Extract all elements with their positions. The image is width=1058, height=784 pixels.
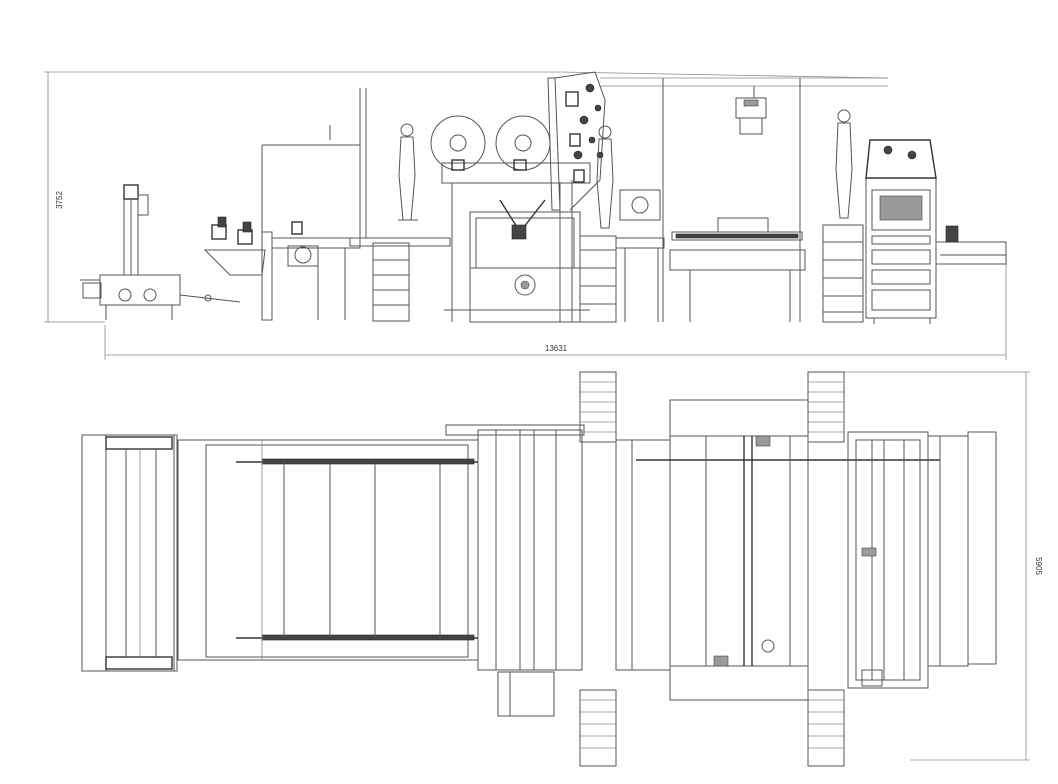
width-dimension: 5905 — [840, 371, 1043, 761]
packaging-cabinet — [865, 139, 1007, 324]
operator-figure-3 — [835, 109, 853, 219]
length-dimension-label: 13631 — [545, 344, 568, 353]
plan-unwinder — [81, 434, 178, 672]
operator-figure-2 — [596, 125, 614, 229]
forming-machine — [444, 183, 590, 323]
height-dimension: 3752 — [44, 71, 560, 323]
access-ladder-3 — [822, 224, 864, 323]
height-dimension-label: 3752 — [55, 191, 64, 209]
side-elevation-view: 3752 13631 — [44, 71, 1007, 360]
gantry-frame — [615, 78, 801, 322]
width-dimension-label: 5905 — [1034, 557, 1043, 575]
vertical-feeder-tower — [547, 71, 606, 322]
unwinder-unit — [80, 184, 241, 320]
film-reel-stand — [430, 115, 591, 184]
access-ladder-2 — [579, 235, 617, 323]
plan-feed-conveyor — [177, 439, 479, 661]
plan-stair-1 — [579, 371, 617, 767]
plan-output-conveyor — [615, 399, 940, 701]
access-ladder-1 — [372, 242, 410, 322]
plan-stair-2 — [807, 371, 845, 767]
operator-figure-1 — [398, 123, 418, 221]
drive-motor-unit — [203, 125, 360, 321]
feed-conveyor — [271, 88, 451, 320]
length-dimension: 13631 — [104, 255, 1007, 360]
plan-forming-unit — [445, 424, 585, 717]
plan-view: 5905 — [81, 371, 1043, 767]
output-conveyor — [669, 217, 806, 322]
plan-packaging-section — [847, 431, 997, 689]
